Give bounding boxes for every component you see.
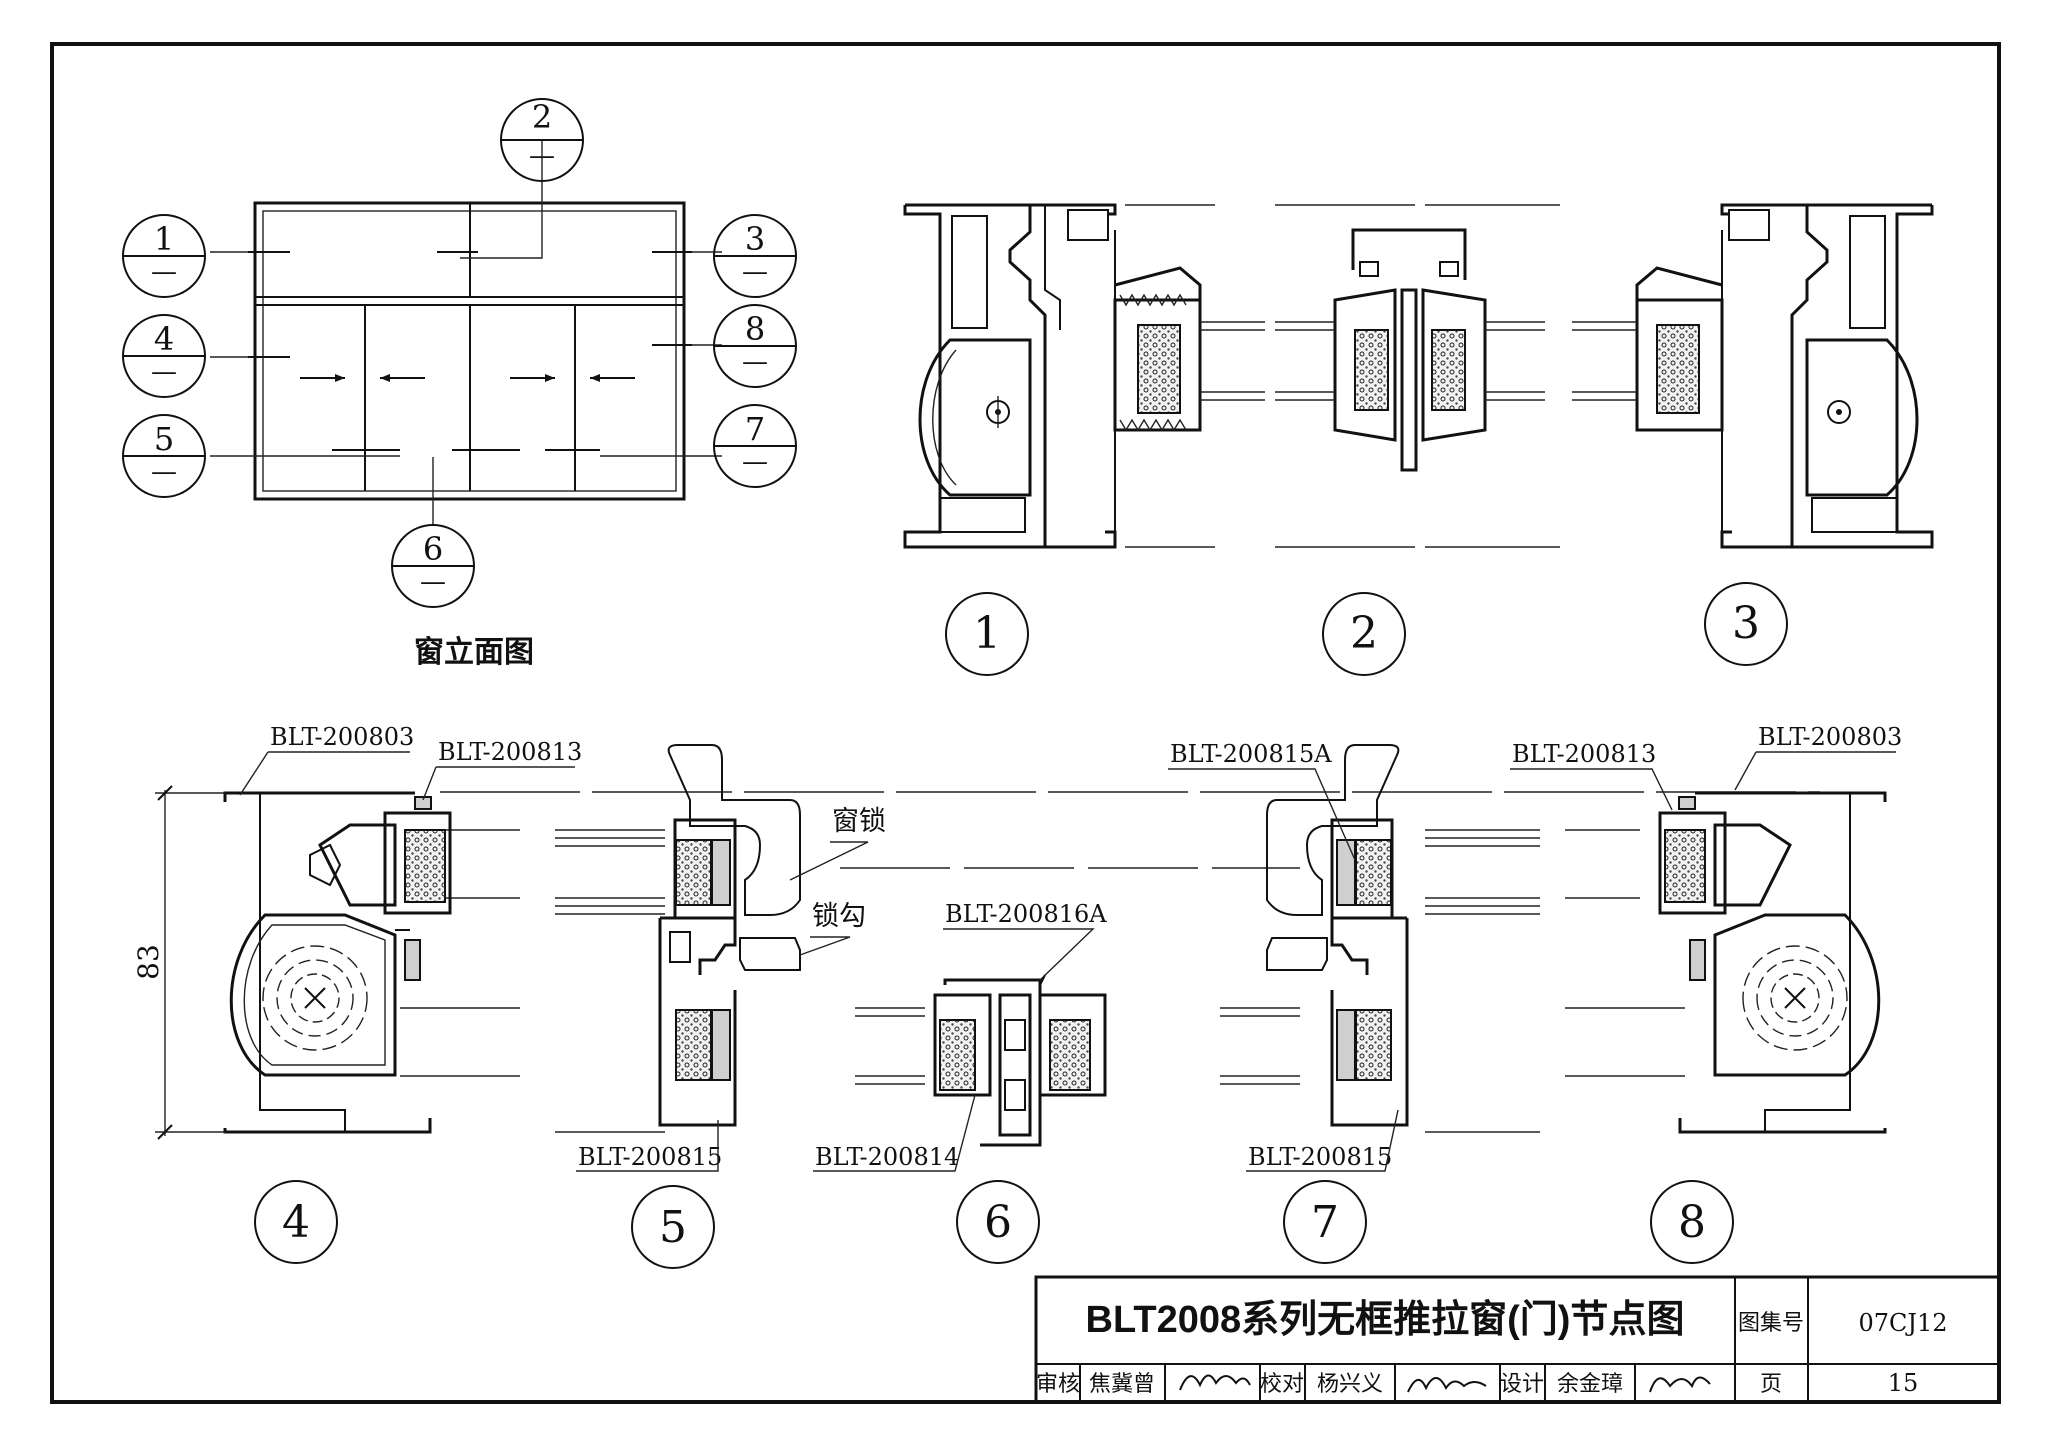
svg-text:—: — (742, 257, 768, 287)
profile-label-816a: BLT-200816A (945, 900, 1107, 928)
title-block: BLT2008系列无框推拉窗(门)节点图 图集号 07CJ12 审核 焦冀曾 校… (1034, 1275, 2001, 1404)
profile-label-815-left: BLT-200815 (578, 1143, 722, 1171)
lock-hook-label: 锁勾 (812, 901, 866, 932)
section-marker-7: 7 — (713, 404, 797, 488)
profile-label-813-right: BLT-200813 (1512, 740, 1656, 768)
svg-text:4: 4 (282, 1197, 310, 1248)
section-marker-8: 8 — (713, 304, 797, 388)
detail-label-5: 5 (631, 1185, 715, 1269)
window-elevation (210, 140, 722, 525)
svg-text:1: 1 (973, 608, 1001, 659)
profile-label-813-left: BLT-200813 (438, 738, 582, 766)
section-marker-num: 7 (745, 410, 765, 448)
detail-8-section (1658, 791, 1887, 1134)
sheet-border (50, 42, 2001, 1404)
glazing-lines-bottom (400, 791, 1820, 1133)
svg-text:3: 3 (1732, 598, 1760, 649)
section-marker-num: 5 (154, 420, 174, 458)
profile-label-814: BLT-200814 (815, 1143, 959, 1171)
detail-1-section (903, 203, 1265, 549)
designer-name: 余金璋 (1557, 1371, 1623, 1396)
svg-text:—: — (420, 567, 446, 597)
detail-6-section (933, 974, 1107, 1147)
window-lock-label: 窗锁 (832, 806, 886, 837)
section-marker-num: 8 (745, 310, 765, 348)
detail-4-section (223, 791, 452, 1134)
section-marker-num: 4 (154, 320, 174, 358)
section-marker-num: 1 (154, 220, 174, 258)
section-marker-3: 3 — (713, 214, 797, 298)
drawing-title: BLT2008系列无框推拉窗(门)节点图 (1086, 1299, 1685, 1341)
profile-label-803-right: BLT-200803 (1758, 723, 1902, 751)
detail-label-4: 4 (254, 1180, 338, 1264)
svg-text:—: — (742, 447, 768, 477)
atlas-number: 07CJ12 (1858, 1309, 1947, 1337)
atlas-label: 图集号 (1738, 1310, 1804, 1335)
profile-label-815a: BLT-200815A (1170, 740, 1332, 768)
checker-name: 杨兴义 (1317, 1371, 1383, 1396)
detail-3-section (1572, 203, 1934, 549)
reviewer-name: 焦冀曾 (1089, 1371, 1155, 1396)
break-lines-top (1125, 204, 1560, 548)
section-marker-6: 6 — (391, 524, 475, 608)
svg-text:—: — (151, 457, 177, 487)
section-marker-4: 4 — (122, 314, 206, 398)
detail-5-section (658, 744, 801, 1127)
detail-label-6: 6 (956, 1180, 1040, 1264)
check-label: 校对 (1260, 1371, 1304, 1396)
detail-label-3: 3 (1704, 582, 1788, 666)
page-label: 页 (1760, 1371, 1782, 1396)
profile-labels: BLT-200803 BLT-200813 BLT-200815 BLT-200… (239, 723, 1902, 1172)
section-marker-num: 2 (532, 98, 552, 136)
svg-text:—: — (742, 347, 768, 377)
page-number: 15 (1888, 1369, 1919, 1397)
profile-label-803-left: BLT-200803 (270, 723, 414, 751)
svg-text:5: 5 (659, 1202, 687, 1253)
section-marker-1: 1 — (122, 214, 206, 298)
dimension-83: 83 (132, 785, 225, 1140)
detail-7-section (1266, 744, 1409, 1127)
design-label: 设计 (1500, 1371, 1544, 1396)
designer-signature (1649, 1376, 1711, 1393)
reviewer-signature (1179, 1374, 1251, 1391)
detail-label-7: 7 (1283, 1180, 1367, 1264)
dimension-83-label: 83 (132, 944, 165, 980)
profile-label-815-right: BLT-200815 (1248, 1143, 1392, 1171)
detail-label-8: 8 (1650, 1180, 1734, 1264)
svg-text:—: — (529, 141, 555, 171)
svg-text:—: — (151, 257, 177, 287)
svg-text:2: 2 (1350, 608, 1378, 659)
lock-annotations: 窗锁 锁勾 (789, 806, 886, 956)
section-marker-num: 3 (745, 220, 765, 258)
svg-text:—: — (151, 357, 177, 387)
detail-label-1: 1 (945, 592, 1029, 676)
checker-signature (1407, 1377, 1487, 1393)
detail-2-section (1275, 228, 1545, 472)
detail-label-2: 2 (1322, 592, 1406, 676)
svg-text:6: 6 (984, 1197, 1012, 1248)
section-marker-2: 2 — (500, 98, 584, 182)
svg-text:7: 7 (1311, 1197, 1339, 1248)
svg-text:8: 8 (1678, 1197, 1706, 1248)
section-marker-num: 6 (423, 530, 443, 568)
review-label: 审核 (1036, 1371, 1080, 1396)
section-marker-5: 5 — (122, 414, 206, 498)
elevation-caption: 窗立面图 (414, 635, 534, 670)
